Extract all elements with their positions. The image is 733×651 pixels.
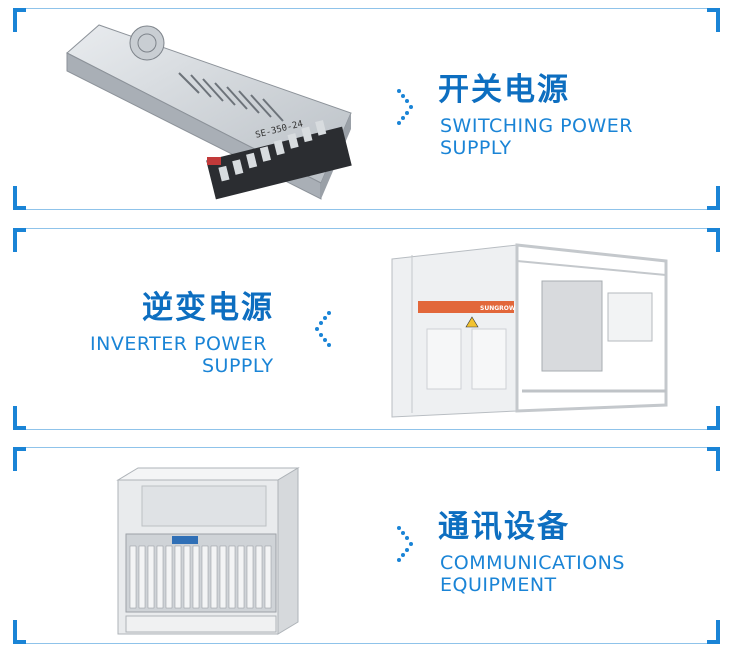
section-inverter-power: 逆变电源 INVERTER POWER SUPPLY SUNGROW [13, 228, 720, 430]
corner-bracket [707, 620, 720, 644]
section-title-cn: 开关电源 [438, 72, 570, 108]
section-communications-equipment: 通讯设备 COMMUNICATIONS EQUIPMENT [13, 447, 720, 644]
section-switching-power: SE-350-24 开关电源 SWITCHING POWER SUPPLY [13, 8, 720, 210]
corner-bracket [13, 186, 26, 210]
section-title-en-line1: COMMUNICATIONS [440, 552, 625, 574]
section-title-en-line2: SUPPLY [440, 137, 512, 159]
corner-bracket [707, 8, 720, 32]
corner-bracket [13, 447, 26, 471]
corner-bracket [13, 228, 26, 252]
switching-power-supply-image: SE-350-24 [66, 24, 352, 200]
section-title-en-line1: INVERTER POWER [90, 333, 267, 355]
section-title-en-line2: SUPPLY [202, 355, 274, 377]
inverter-cabinet-image: SUNGROW [391, 243, 668, 418]
corner-bracket [13, 620, 26, 644]
chevron-left-icon [315, 311, 331, 347]
corner-bracket [707, 228, 720, 252]
chevron-right-icon [397, 89, 413, 125]
section-title-cn: 通讯设备 [438, 509, 570, 545]
section-title-en-line1: SWITCHING POWER [440, 115, 633, 137]
chevron-right-icon [397, 526, 413, 562]
corner-bracket [707, 406, 720, 430]
section-title-cn: 逆变电源 [142, 290, 274, 326]
corner-bracket [707, 447, 720, 471]
corner-bracket [13, 8, 26, 32]
communications-rack-image [116, 467, 300, 635]
corner-bracket [707, 186, 720, 210]
corner-bracket [13, 406, 26, 430]
brand-text: SUNGROW [480, 305, 516, 312]
section-title-en-line2: EQUIPMENT [440, 574, 557, 596]
